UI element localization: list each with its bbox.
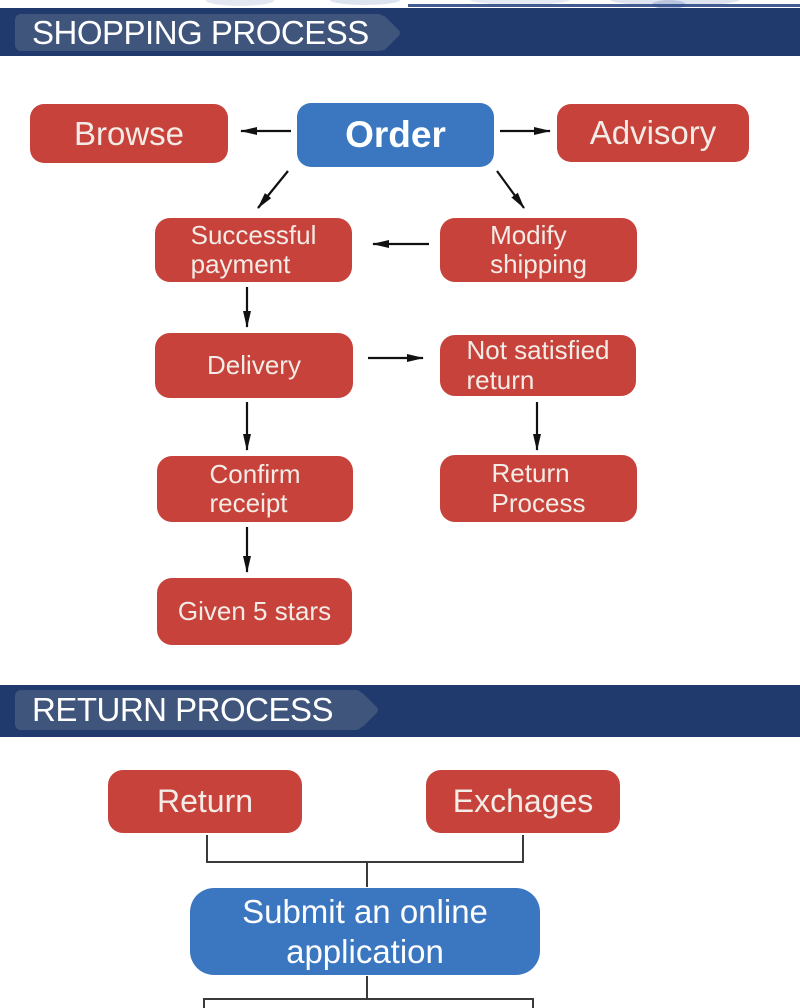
return-process-banner-tab: RETURN PROCESS bbox=[15, 690, 362, 730]
node-return-process-label: Return Process bbox=[491, 458, 586, 518]
node-advisory: Advisory bbox=[557, 104, 749, 162]
node-given-5-stars-label: Given 5 stars bbox=[177, 595, 332, 626]
node-browse: Browse bbox=[30, 104, 228, 163]
node-modify-shipping-label: Modify shipping bbox=[490, 219, 587, 279]
node-order-label: Order bbox=[345, 114, 446, 156]
bracket-return-exchages bbox=[206, 835, 524, 863]
node-order: Order bbox=[297, 103, 494, 167]
node-exchages-label: Exchages bbox=[452, 783, 594, 820]
node-confirm-receipt-label: Confirm receipt bbox=[209, 458, 301, 518]
bracket-bottom-cut bbox=[203, 998, 534, 1008]
node-exchages: Exchages bbox=[426, 770, 620, 833]
node-successful-payment: Successful payment bbox=[155, 218, 352, 282]
node-return: Return bbox=[108, 770, 302, 833]
arrow-order-to-successful-payment bbox=[257, 170, 289, 209]
node-return-process: Return Process bbox=[440, 455, 637, 522]
node-not-satisfied-return-label: Not satisfied return bbox=[466, 335, 610, 395]
node-confirm-receipt: Confirm receipt bbox=[157, 456, 353, 522]
watermark-blob bbox=[205, 0, 275, 6]
arrow-order-to-modify-shipping bbox=[496, 170, 525, 209]
node-browse-label: Browse bbox=[73, 114, 185, 152]
watermark-blob bbox=[330, 0, 400, 5]
node-modify-shipping: Modify shipping bbox=[440, 218, 637, 282]
return-process-banner-label: RETURN PROCESS bbox=[32, 691, 334, 728]
node-delivery-label: Delivery bbox=[207, 349, 301, 380]
watermark-line bbox=[408, 4, 800, 7]
node-delivery: Delivery bbox=[155, 333, 353, 398]
node-successful-payment-label: Successful payment bbox=[190, 219, 317, 279]
node-return-label: Return bbox=[156, 783, 254, 820]
node-advisory-label: Advisory bbox=[589, 114, 717, 152]
node-given-5-stars: Given 5 stars bbox=[157, 578, 352, 645]
return-process-banner: RETURN PROCESS bbox=[0, 685, 800, 737]
watermark-blob bbox=[470, 0, 570, 5]
top-watermark bbox=[0, 0, 800, 10]
node-submit-application-label: Submit an online application bbox=[242, 892, 488, 970]
shopping-process-banner-tab: SHOPPING PROCESS bbox=[15, 14, 384, 51]
node-not-satisfied-return: Not satisfied return bbox=[440, 335, 636, 396]
node-submit-application: Submit an online application bbox=[190, 888, 540, 975]
shopping-process-banner: SHOPPING PROCESS bbox=[0, 8, 800, 56]
shopping-process-banner-label: SHOPPING PROCESS bbox=[32, 13, 369, 51]
